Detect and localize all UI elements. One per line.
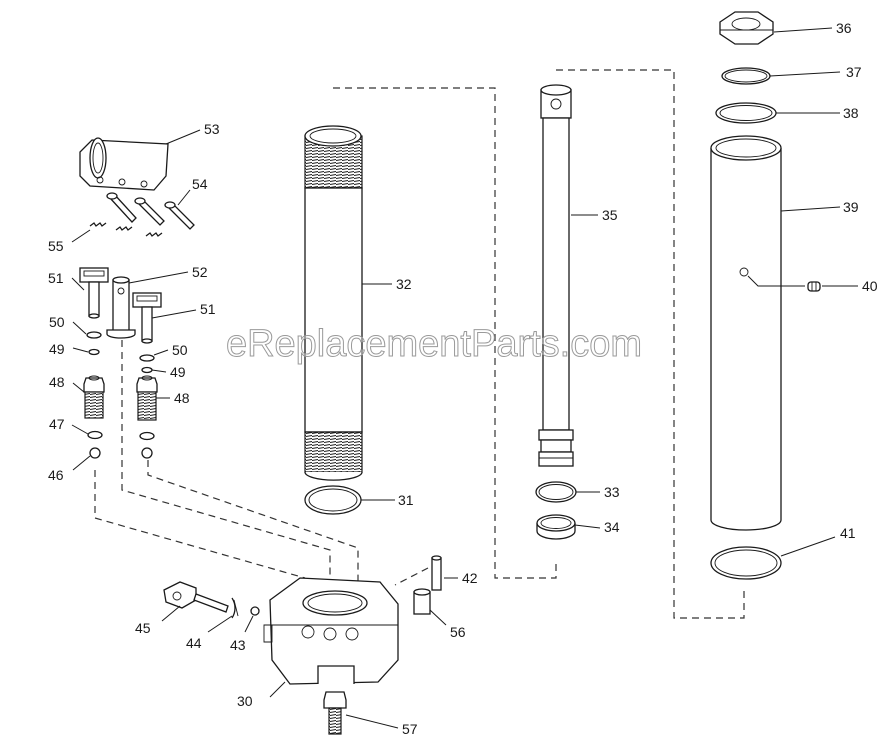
part-43-ball [250, 606, 260, 616]
label-48-left: 48 [49, 374, 65, 390]
part-34-cup-seal [536, 514, 576, 540]
label-33: 33 [604, 484, 620, 500]
part-46-ball-left [89, 447, 101, 459]
part-49-washer-right [141, 366, 153, 374]
label-41: 41 [840, 525, 856, 541]
label-47: 47 [49, 416, 65, 432]
part-47-oring-right [139, 431, 155, 441]
part-44-clip [231, 597, 239, 619]
part-37-ring [721, 67, 771, 85]
label-36: 36 [836, 20, 852, 36]
label-45: 45 [135, 620, 151, 636]
label-43: 43 [230, 637, 246, 653]
part-56-bushing [413, 588, 431, 615]
part-55-springs [89, 222, 163, 237]
label-46: 46 [48, 467, 64, 483]
part-36-nut [719, 11, 774, 45]
label-48-right: 48 [174, 390, 190, 406]
part-49-washer-left [88, 348, 100, 356]
label-53: 53 [204, 121, 220, 137]
part-50-washer-right [139, 354, 155, 362]
part-32-cylinder [304, 125, 363, 481]
label-32: 32 [396, 276, 412, 292]
part-48-valve-body-right [136, 375, 158, 421]
label-49-right: 49 [170, 364, 186, 380]
watermark: eReplacementParts.com [226, 323, 642, 365]
label-52: 52 [192, 264, 208, 280]
part-48-valve-body-left [83, 375, 105, 419]
label-37: 37 [846, 64, 862, 80]
label-55: 55 [48, 238, 64, 254]
part-45-pump-piston [163, 581, 229, 613]
part-42-pin [431, 555, 442, 591]
part-52-release-screw [106, 276, 136, 339]
part-33-ring [535, 481, 577, 503]
label-42: 42 [462, 570, 478, 586]
part-31-ring [304, 485, 362, 515]
label-57: 57 [402, 721, 418, 737]
label-56: 56 [450, 624, 466, 640]
label-51-left: 51 [48, 270, 64, 286]
part-30-base [263, 577, 399, 685]
part-40-fitting [807, 281, 821, 292]
part-47-oring-left [87, 430, 103, 440]
label-44: 44 [186, 635, 202, 651]
label-49-left: 49 [49, 341, 65, 357]
leader-lines [71, 27, 858, 729]
label-31: 31 [398, 492, 414, 508]
label-54: 54 [192, 176, 208, 192]
part-46-ball-right [141, 447, 153, 459]
part-38-ring [715, 102, 777, 124]
part-labels: 36 37 38 39 40 41 32 31 35 33 34 53 54 5… [48, 20, 878, 737]
part-39-outer-tube [710, 135, 805, 531]
label-40: 40 [862, 278, 878, 294]
part-35-piston-rod [538, 84, 574, 467]
part-51-valve-right [132, 292, 162, 344]
label-34: 34 [604, 519, 620, 535]
label-39: 39 [843, 199, 859, 215]
assembly-guide-lines [94, 69, 745, 619]
label-38: 38 [843, 105, 859, 121]
part-41-seal [710, 546, 782, 580]
part-50-washer-left [86, 331, 102, 339]
label-51-right: 51 [200, 301, 216, 317]
label-50-left: 50 [49, 314, 65, 330]
part-57-bolt [323, 691, 347, 735]
part-51-valve-left [79, 267, 109, 319]
label-35: 35 [602, 207, 618, 223]
part-53-handle-socket [79, 137, 169, 191]
label-50-right: 50 [172, 342, 188, 358]
label-30: 30 [237, 693, 253, 709]
part-54-pins [106, 192, 195, 230]
